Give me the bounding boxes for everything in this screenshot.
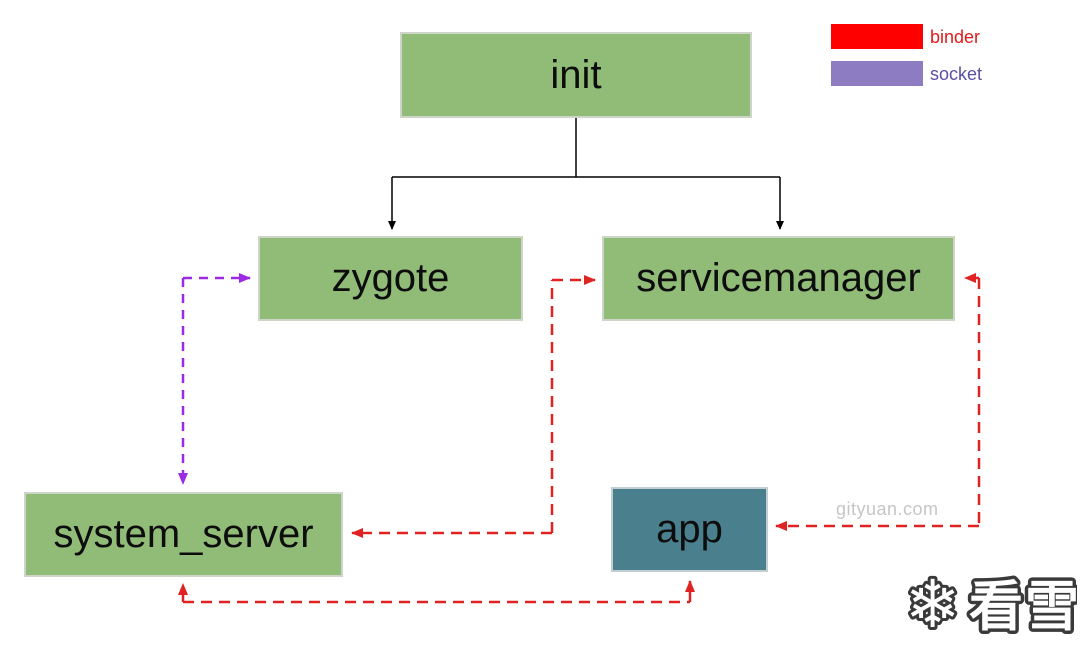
edge-socket-zygote-system-server [178,273,251,485]
legend-label-socket: socket [930,63,983,84]
node-zygote: zygote [258,236,523,321]
node-zygote-label: zygote [331,256,450,300]
watermark-text: gityuan.com [836,499,939,519]
kanxue-logo: ❄ 看雪 [905,563,1077,646]
logo-text: 看雪 [969,575,1077,638]
edge-binder-app-servicemanager [775,273,981,531]
socket-color-swatch [831,61,923,86]
node-system-server-label: system_server [53,512,314,556]
node-app-label: app [656,507,723,551]
node-servicemanager-label: servicemanager [636,256,921,300]
node-app: app [611,487,768,572]
edge-fork-init-children [388,118,784,230]
legend-item-binder: binder [831,24,982,49]
node-init: init [400,32,752,118]
edge-binder-system-server-app [178,580,695,604]
snowflake-icon: ❄ [905,566,960,643]
node-init-label: init [550,52,602,97]
legend-item-socket: socket [831,61,982,86]
legend: binder socket [831,24,982,98]
binder-color-swatch [831,24,923,49]
edge-binder-system-server-servicemanager [351,275,596,538]
node-servicemanager: servicemanager [602,236,955,321]
legend-label-binder: binder [930,26,981,47]
node-system-server: system_server [24,492,343,577]
